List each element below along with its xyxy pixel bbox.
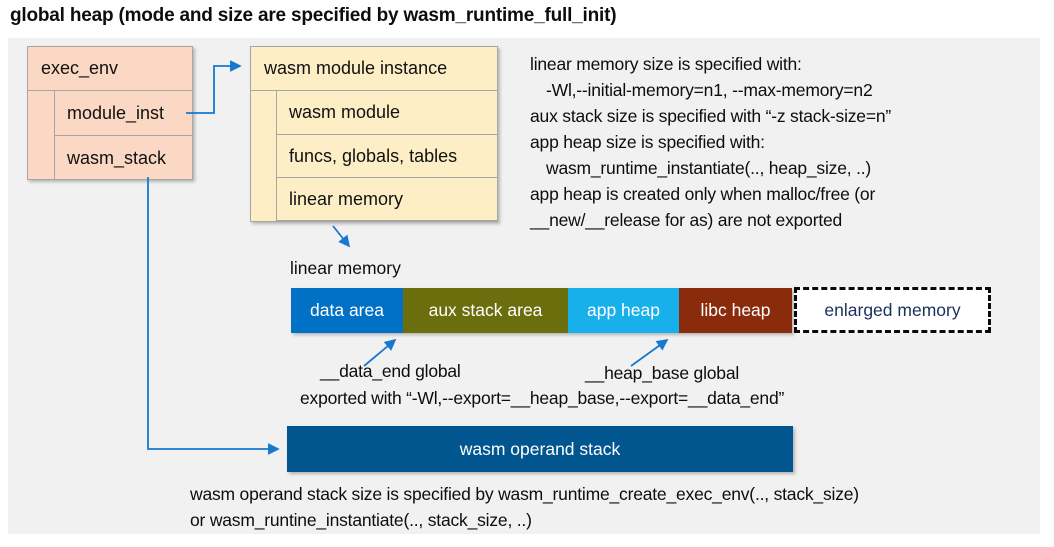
page-title: global heap (mode and size are specified… <box>10 5 617 26</box>
note-line: app heap is created only when malloc/fre… <box>530 184 876 204</box>
exec-env-row-module-inst: module_inst <box>54 91 193 136</box>
note-line: app heap size is specified with: <box>530 132 765 152</box>
note-line: wasm operand stack size is specified by … <box>190 484 859 504</box>
module-instance-row-funcs-globals-tables: funcs, globals, tables <box>276 134 498 178</box>
note-line: __new/__release for as) are not exported <box>530 210 843 230</box>
module-instance-box: wasm module instance wasm module funcs, … <box>250 46 498 222</box>
note-line: linear memory size is specified with: <box>530 54 802 74</box>
module-instance-header: wasm module instance <box>251 47 497 91</box>
module-instance-rows: wasm module funcs, globals, tables linea… <box>276 91 498 221</box>
note-line: wasm_runtime_instantiate(.., heap_size, … <box>546 158 872 178</box>
wasm-operand-stack-bar: wasm operand stack <box>287 426 793 472</box>
segment-app-heap: app heap <box>568 288 679 333</box>
data-end-global-label: __data_end global <box>320 361 461 381</box>
segment-libc-heap: libc heap <box>679 288 792 333</box>
notes-right: linear memory size is specified with: -W… <box>530 51 1035 233</box>
note-line: or wasm_runtine_instantiate(.., stack_si… <box>190 510 532 530</box>
enlarged-memory-box: enlarged memory <box>794 287 991 333</box>
linear-memory-label: linear memory <box>290 258 401 278</box>
segment-aux-stack-area: aux stack area <box>403 288 568 333</box>
exec-env-box: exec_env module_inst wasm_stack <box>27 46 193 180</box>
heap-base-global-label: __heap_base global <box>585 363 740 383</box>
module-instance-row-linear-memory: linear memory <box>276 177 498 221</box>
export-flags-label: exported with “-Wl,--export=__heap_base,… <box>300 388 785 408</box>
notes-bottom: wasm operand stack size is specified by … <box>190 481 859 533</box>
note-line: aux stack size is specified with “-z sta… <box>530 106 892 126</box>
exec-env-row-wasm-stack: wasm_stack <box>54 135 193 180</box>
module-instance-row-wasm-module: wasm module <box>276 91 498 135</box>
note-line: -Wl,--initial-memory=n1, --max-memory=n2 <box>546 80 873 100</box>
exec-env-header: exec_env <box>28 47 192 91</box>
segment-data-area: data area <box>291 288 403 333</box>
linear-memory-bar: data area aux stack area app heap libc h… <box>291 288 792 333</box>
exec-env-rows: module_inst wasm_stack <box>54 91 193 180</box>
